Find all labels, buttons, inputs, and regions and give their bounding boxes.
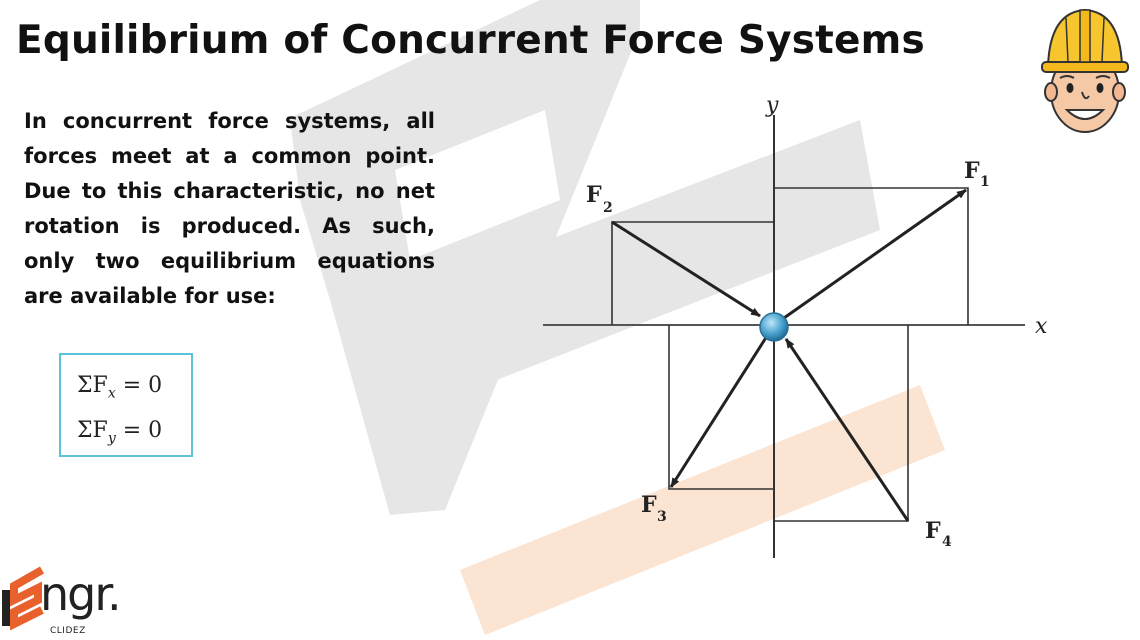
description-paragraph: In concurrent force systems, all forces … (24, 109, 435, 308)
equation-sum-fy: ΣFy = 0 (61, 412, 191, 457)
logo-mark-icon (2, 566, 44, 630)
f3-components (668, 325, 774, 490)
particle (759, 312, 789, 342)
logo-text: ngr. (40, 567, 122, 621)
watermark-gray-band-2 (392, 120, 880, 410)
logo-subtext: CLIDEZ (50, 626, 86, 636)
equation-subscript: x (107, 385, 116, 402)
force-label-f3: F 3 (641, 492, 667, 525)
force-label-f2: F 2 (586, 182, 613, 216)
equation-rhs: = 0 (122, 373, 163, 398)
force-label-text: F (641, 492, 657, 518)
force-f1-arrow (773, 188, 967, 327)
watermark-gray-notch (395, 110, 560, 260)
component-lines (611, 187, 969, 522)
engr-logo-icon: ngr. CLIDEZ (2, 560, 162, 640)
x-axis-label: x (1035, 314, 1048, 339)
force-label-subscript: 4 (942, 534, 952, 550)
watermark-gray-band (290, 0, 640, 515)
force-label-subscript: 1 (980, 174, 990, 190)
force-label-text: F (964, 158, 980, 184)
force-label-f4: F 4 (925, 518, 952, 550)
equations-box: ΣFx = 0 ΣFy = 0 (59, 353, 193, 457)
force-f2-arrow (611, 220, 761, 318)
force-label-subscript: 3 (657, 509, 667, 525)
equation-sum-fx: ΣFx = 0 (61, 367, 191, 412)
force-label-text: F (586, 182, 602, 208)
force-label-subscript: 2 (603, 200, 613, 216)
f1-components (774, 187, 969, 325)
y-axis-label: y (765, 93, 779, 118)
force-label-text: F (925, 518, 941, 544)
page-title: Equilibrium of Concurrent Force Systems (16, 18, 925, 63)
engineer-mascot-icon (1041, 8, 1129, 133)
equation-rhs: = 0 (122, 418, 163, 444)
equation-subscript: y (107, 430, 116, 447)
force-f4-arrow (784, 338, 910, 522)
equation-symbol: ΣF (77, 418, 108, 444)
force-label-f1: F 1 (964, 158, 990, 190)
equation-symbol: ΣF (77, 373, 108, 398)
watermark-orange-band (460, 385, 945, 635)
force-f3-arrow (669, 324, 776, 488)
